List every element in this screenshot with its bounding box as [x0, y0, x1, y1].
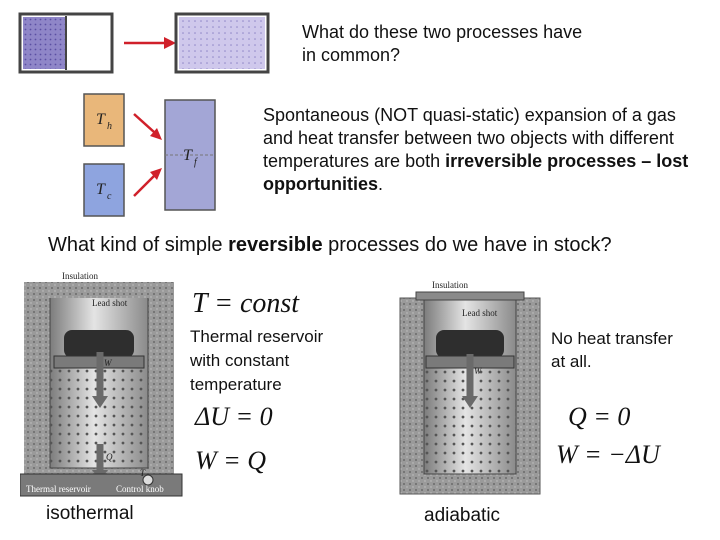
- adiabatic-work-label: W: [474, 366, 483, 376]
- control-knob-label: Control knob: [116, 484, 164, 494]
- adia-desc-line-2: at all.: [551, 352, 592, 371]
- iso-desc-line-2: with constant: [190, 351, 290, 370]
- expansion-arrow: [124, 37, 176, 49]
- adia-desc-line-1: No heat transfer: [551, 329, 673, 348]
- reservoir-label: Thermal reservoir: [26, 484, 91, 494]
- thermal-reservoir: [20, 473, 183, 497]
- question-text: What do these two processes have in comm…: [302, 21, 662, 67]
- insulation-label: Insulation: [62, 271, 98, 281]
- eq-delta-u: ΔU = 0: [195, 402, 273, 431]
- knob-temp-label: T: [140, 468, 146, 478]
- statement-text-b: .: [378, 174, 384, 194]
- hot-sub: h: [107, 121, 112, 132]
- hot-label: T: [96, 111, 106, 128]
- free-expansion-figure: [18, 12, 270, 74]
- prompt-text-a: What kind of simple: [48, 234, 229, 256]
- question-line-1: What do these two processes have: [302, 22, 583, 42]
- lead-shot-label: Lead shot: [92, 298, 128, 308]
- adiabatic-cylinder-figure: Insulation Lead shot W: [399, 280, 541, 495]
- statement-text-a: Spontaneous (NOT quasi-static) expansion…: [263, 105, 676, 171]
- statement-bold: irreversible processes – lost opportunit…: [263, 151, 689, 194]
- final-block: T f: [164, 99, 216, 211]
- work-arrow: [92, 352, 108, 408]
- question-line-2: in common?: [302, 45, 401, 65]
- control-knob: [142, 474, 154, 486]
- eq-w-q: W = Q: [195, 446, 266, 475]
- prompt-bold: reversible: [228, 234, 323, 256]
- eq-w-minus-du: W = −ΔU: [556, 440, 660, 469]
- contact-arrows: [133, 113, 162, 197]
- final-label: T: [183, 147, 193, 164]
- isothermal-cylinder-figure: Insulation Lead shot W Q T Thermal reser…: [20, 271, 183, 497]
- prompt-text-b: processes do we have in stock?: [322, 234, 612, 256]
- iso-desc-line-1: Thermal reservoir: [190, 327, 324, 346]
- cold-sub: c: [107, 191, 112, 202]
- adiabatic-insulation-label: Insulation: [432, 280, 468, 290]
- initial-gas-box: [18, 12, 114, 74]
- adiabatic-caption: adiabatic: [424, 505, 501, 526]
- isothermal-caption: isothermal: [46, 503, 134, 524]
- isothermal-description: Thermal reservoir with constant temperat…: [190, 325, 323, 397]
- adiabatic-lead-shot-label: Lead shot: [462, 308, 498, 318]
- irreversible-statement: Spontaneous (NOT quasi-static) expansion…: [263, 104, 703, 196]
- iso-desc-line-3: temperature: [190, 375, 282, 394]
- reversible-question: What kind of simple reversible processes…: [48, 234, 612, 257]
- adiabatic-description: No heat transfer at all.: [551, 327, 673, 373]
- cold-block: T c: [83, 163, 125, 217]
- eq-t-const: T = const: [192, 288, 300, 319]
- final-sub: f: [194, 157, 198, 168]
- cold-label: T: [96, 181, 106, 198]
- eq-q-zero: Q = 0: [568, 402, 631, 431]
- final-gas-box: [174, 12, 270, 74]
- hot-block: T h: [83, 93, 125, 147]
- work-label: W: [104, 358, 113, 368]
- adiabatic-work-arrow: [462, 354, 478, 408]
- heat-label: Q: [106, 452, 113, 462]
- heat-transfer-figure: T h T c T f: [83, 93, 216, 217]
